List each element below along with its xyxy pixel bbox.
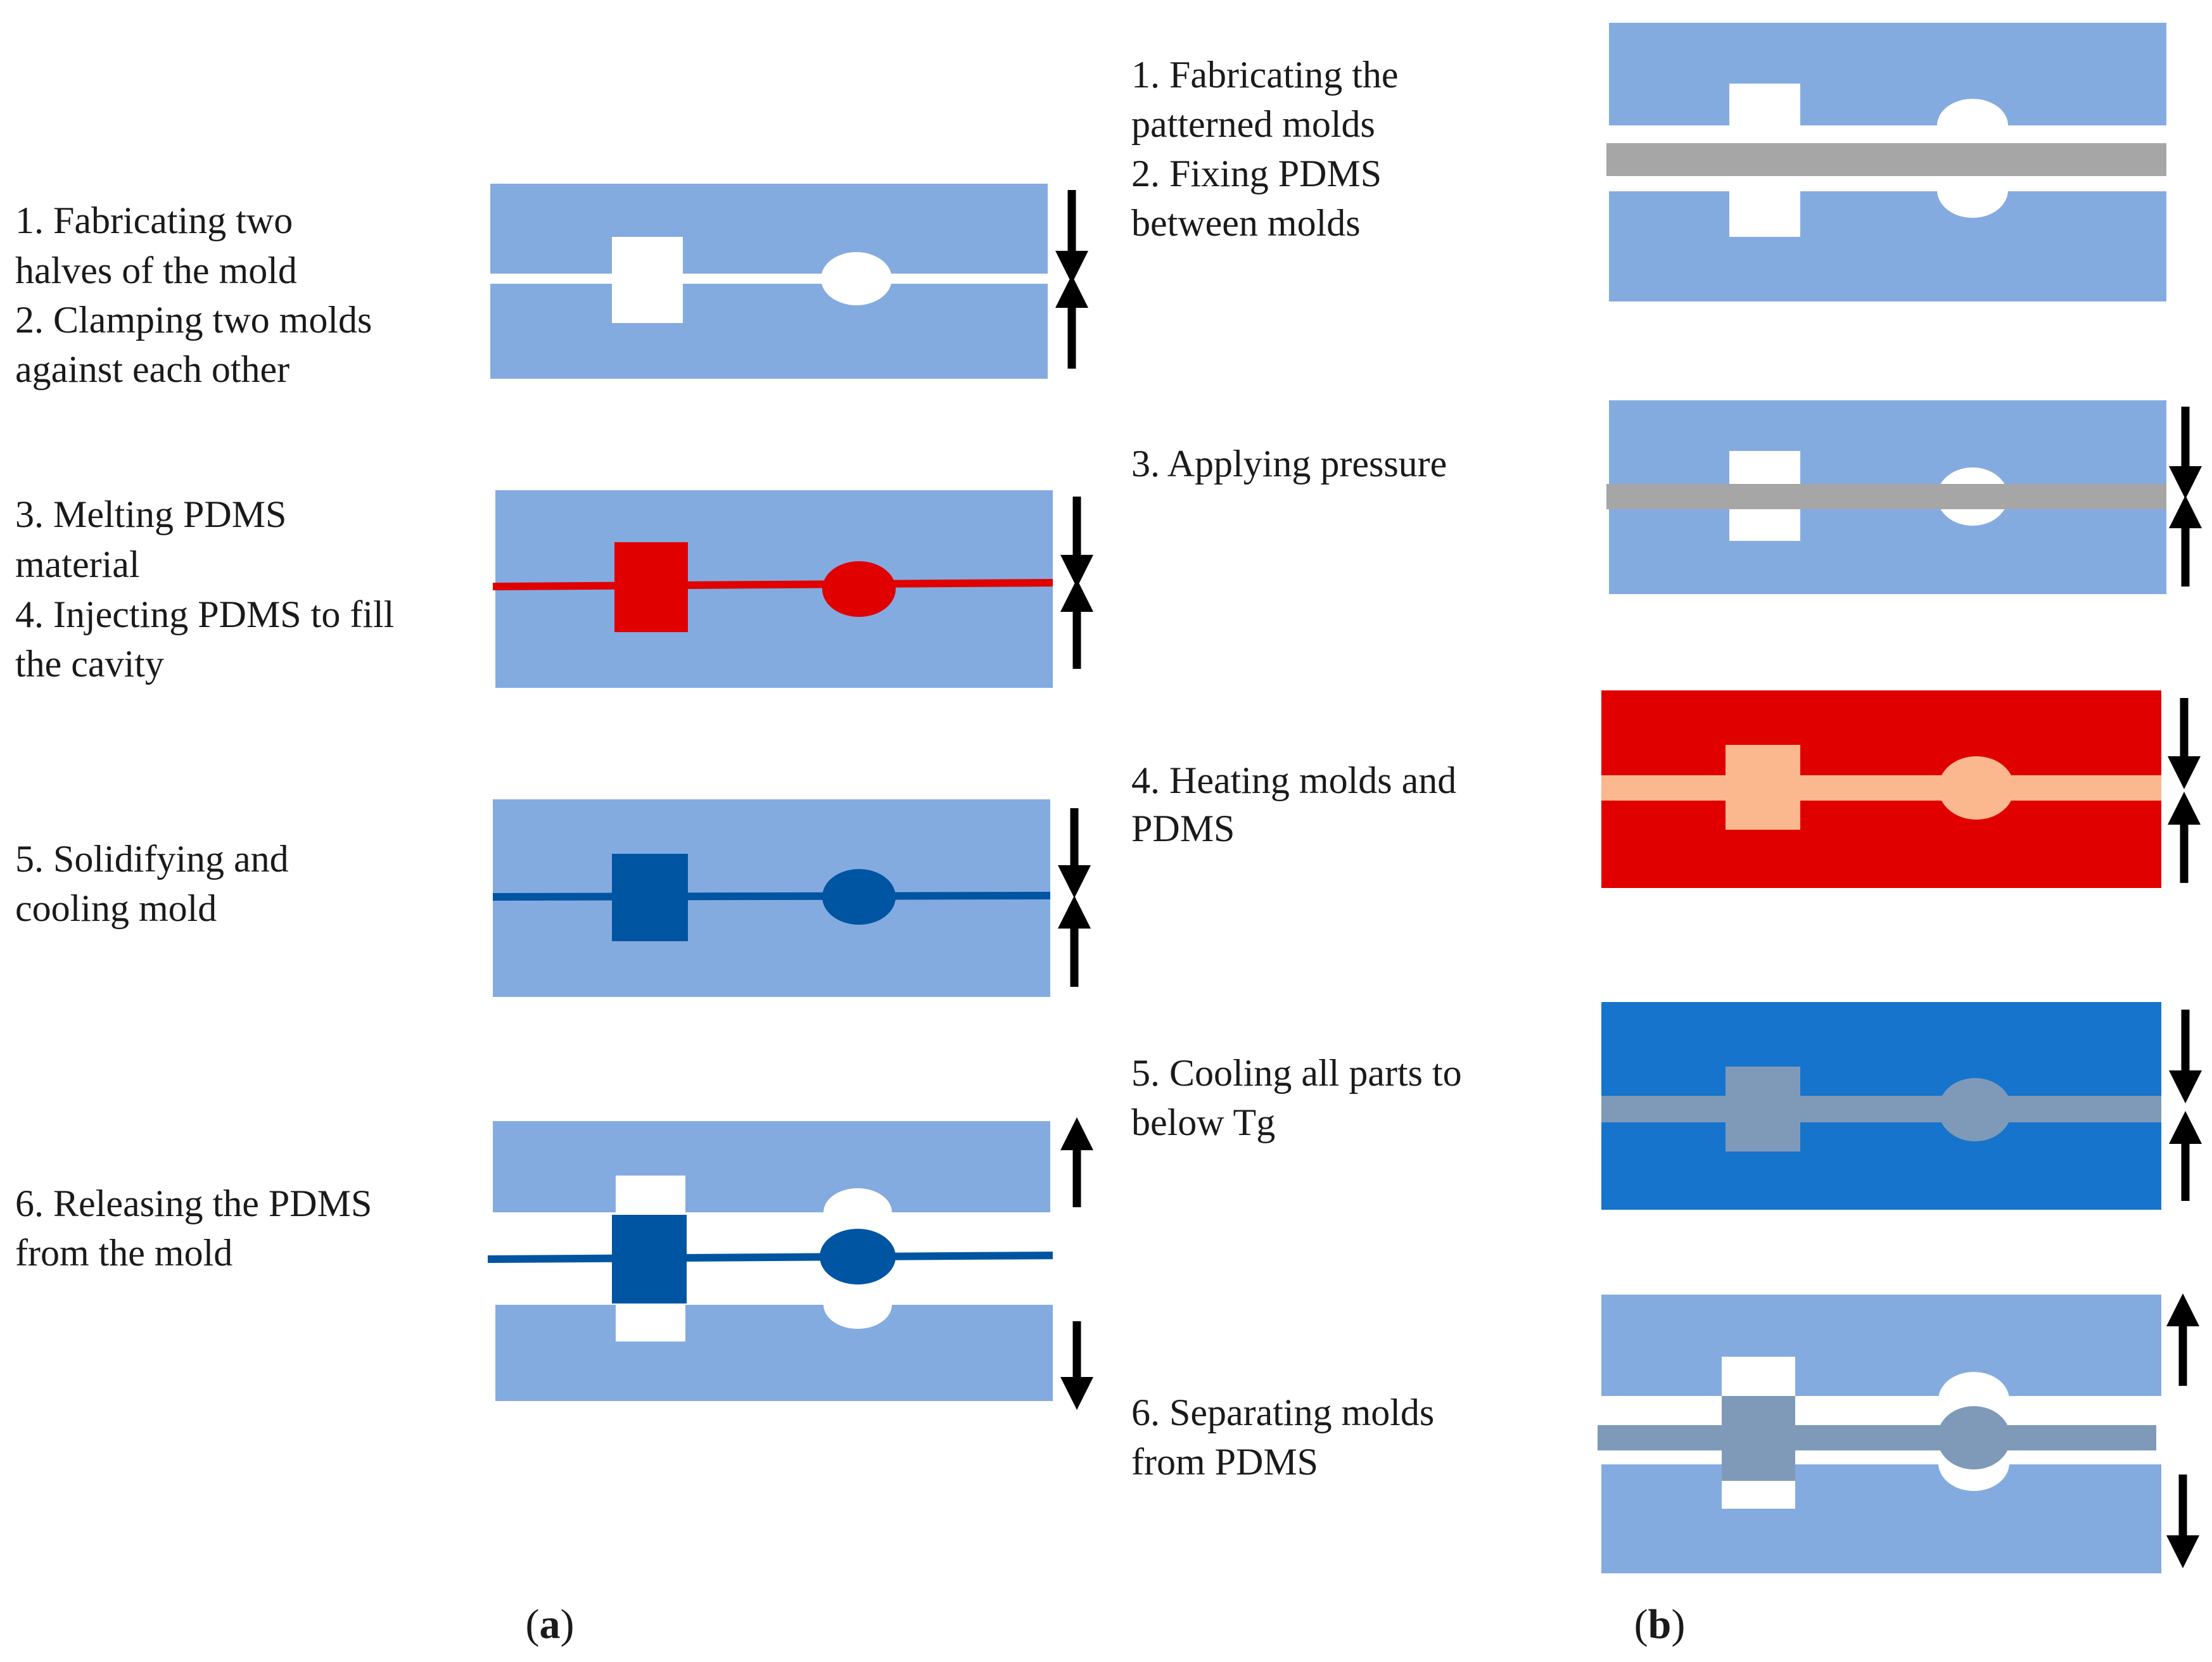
- pdms-solid-square: [612, 854, 688, 941]
- step-a1-text: 1. Fabricating two halves of the mold 2.…: [15, 200, 381, 390]
- cold-pdms-sheet: [1601, 1096, 2161, 1122]
- cold-pdms-circle: [1938, 1078, 2012, 1141]
- step-b5-text: 6. Separating molds from PDMS: [1131, 1392, 1444, 1483]
- round-cavity: [821, 252, 892, 305]
- step-b3-text: 4. Heating molds and PDMS: [1131, 759, 1466, 849]
- gap-upper: [1601, 1396, 2161, 1428]
- step-a4-text: 6. Releasing the PDMS from the mold: [15, 1183, 381, 1274]
- mold-upper-half: [1609, 23, 2166, 125]
- upper-square-cavity: [616, 1176, 685, 1214]
- gap-lower: [1609, 176, 2166, 191]
- gap-upper: [1609, 125, 2166, 143]
- pdms-sheet: [1606, 143, 2166, 176]
- mold-b2-diagram: [1606, 400, 2202, 594]
- mold-lower-half: [1609, 191, 2166, 301]
- pdms-melt-channel: [492, 579, 1053, 590]
- hot-pdms-circle: [1938, 756, 2014, 820]
- upper-round-cavity: [823, 1188, 892, 1236]
- panel-b-label: (b): [1634, 1601, 1686, 1647]
- step-a3-text: 5. Solidifying and cooling mold: [15, 838, 298, 929]
- mold-upper-half: [493, 1121, 1050, 1212]
- panel-b: 1. Fabricating the patterned molds 2. Fi…: [1131, 23, 2202, 1647]
- step-b4-text: 5. Cooling all parts to below Tg: [1131, 1052, 1471, 1143]
- hot-pdms-square: [1726, 745, 1800, 830]
- cavity-gap: [490, 274, 1048, 284]
- square-cavity: [612, 237, 683, 323]
- pdms-part-square: [612, 1215, 687, 1304]
- step-b2-text: 3. Applying pressure: [1131, 443, 1447, 485]
- mold-b1-diagram: [1606, 23, 2166, 301]
- pdms-melt-square: [614, 542, 688, 632]
- pdms-part-sheet: [1598, 1425, 2156, 1450]
- mold-b5-diagram: [1598, 1293, 2199, 1573]
- pdms-part-circle: [1937, 1406, 2011, 1469]
- pdms-solid-channel: [492, 892, 1051, 901]
- pdms-sheet: [1606, 484, 2166, 509]
- panel-a: 1. Fabricating two halves of the mold 2.…: [15, 184, 1093, 1647]
- pdms-part-circle: [820, 1229, 896, 1285]
- pdms-part-channel: [487, 1252, 1053, 1263]
- mold-a4-diagram: [487, 1117, 1093, 1410]
- mold-upper-half: [1601, 1295, 2161, 1396]
- lower-round-cavity: [823, 1281, 892, 1329]
- lower-square-cavity: [616, 1304, 685, 1342]
- mold-lower-half: [490, 284, 1048, 379]
- mold-a3-diagram: [492, 799, 1091, 997]
- mold-upper-half: [490, 184, 1048, 274]
- mold-b4-diagram: [1601, 1002, 2202, 1210]
- mold-lower-half: [1601, 1464, 2161, 1573]
- hot-pdms-sheet: [1601, 775, 2161, 801]
- cold-pdms-square: [1726, 1067, 1800, 1151]
- mold-a2-diagram: [492, 490, 1093, 688]
- upper-square-cavity: [1722, 1357, 1795, 1396]
- pdms-solid-circle: [822, 869, 896, 925]
- step-a2-text: 3. Melting PDMS material 4. Injecting PD…: [15, 493, 404, 685]
- pdms-part-square: [1722, 1396, 1795, 1481]
- pdms-melt-circle: [822, 561, 896, 617]
- gap-lower: [1601, 1450, 2161, 1464]
- mold-lower-half: [495, 1305, 1053, 1401]
- panel-a-label: (a): [526, 1601, 575, 1647]
- mold-b3-diagram: [1601, 690, 2201, 888]
- step-b1-text: 1. Fabricating the patterned molds 2. Fi…: [1131, 54, 1408, 244]
- mold-a1-diagram: [490, 184, 1088, 379]
